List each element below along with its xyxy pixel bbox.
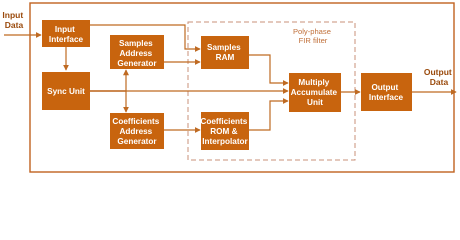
wire-ram-to-mac: [249, 54, 289, 86]
svg-text:Samples Address Ge: Samples Address Generator: [117, 39, 157, 68]
input-data-label: Input Data: [2, 10, 25, 30]
output-interface-block: Output Interface: [361, 73, 412, 111]
wire-sync-to-sag: [90, 69, 129, 92]
svg-text:Input Interface: Input Interface: [49, 25, 84, 44]
svg-text:Samples RAM: Samples RAM: [207, 43, 243, 62]
input-interface-block: Input Interface: [42, 20, 90, 47]
multiply-accumulate-unit-block: Multiply Accumulate Unit: [289, 73, 341, 112]
fir-filter-label: Poly-phase FIR filter: [293, 27, 333, 45]
coefficients-address-generator-block: Coefficients Address Generator: [110, 113, 164, 149]
svg-text:Multiply Accumulate: Multiply Accumulate Unit: [291, 78, 340, 107]
sync-unit-block: Sync Unit: [42, 72, 90, 110]
wire-sync-to-cag: [90, 90, 129, 113]
svg-text:Coefficients ROM &: Coefficients ROM & Interpolator: [200, 117, 249, 146]
svg-text:Coefficients Address: Coefficients Address Generator: [112, 117, 161, 146]
connections: [4, 24, 457, 133]
block-diagram: Poly-phase FIR filter Input Data Outpu: [2, 2, 457, 173]
wire-input-to-ram: [90, 24, 201, 52]
svg-text:Sync Unit: Sync Unit: [47, 87, 85, 96]
svg-text:Output Interface: Output Interface: [369, 83, 404, 102]
samples-ram-block: Samples RAM: [201, 36, 249, 69]
samples-address-generator-block: Samples Address Generator: [110, 35, 164, 69]
output-data-label: Output Data: [424, 67, 454, 87]
wire-rom-to-mac: [249, 98, 289, 131]
coefficients-rom-interpolator-block: Coefficients ROM & Interpolator: [200, 112, 249, 150]
system-frame: [29, 2, 455, 173]
